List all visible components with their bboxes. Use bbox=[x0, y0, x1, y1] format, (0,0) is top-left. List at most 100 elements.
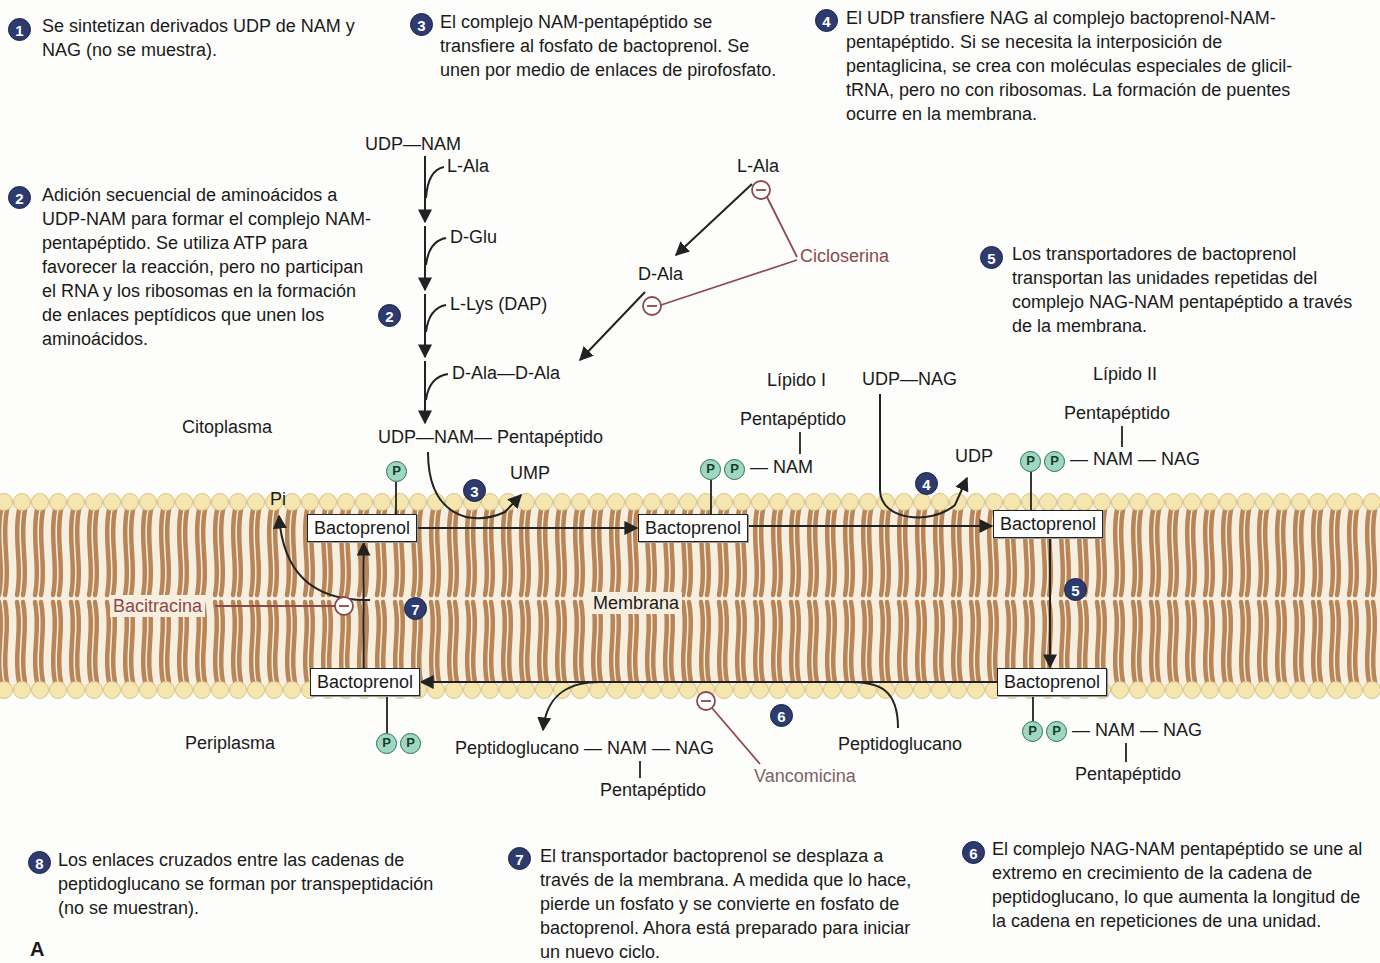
hook-line bbox=[426, 374, 448, 400]
lipid-stroke bbox=[1373, 602, 1375, 682]
lipid-stroke bbox=[1301, 510, 1303, 595]
lipid-stroke bbox=[863, 602, 865, 682]
lipid-stroke bbox=[107, 602, 109, 682]
lipid-stroke bbox=[140, 682, 157, 699]
lipid-stroke bbox=[557, 602, 559, 682]
lipid-stroke bbox=[194, 682, 211, 699]
lipid-stroke bbox=[899, 510, 901, 595]
lipid-stroke bbox=[845, 510, 847, 595]
minus-sign bbox=[756, 189, 766, 191]
lipid-stroke bbox=[500, 682, 517, 699]
lipid-stroke bbox=[5, 510, 7, 595]
step-note: Adición secuencial de aminoácidos a UDP-… bbox=[42, 183, 377, 351]
lipid-stroke bbox=[449, 510, 451, 595]
lipid-stroke bbox=[503, 510, 505, 595]
lipid-stroke bbox=[71, 510, 73, 595]
lipid-stroke bbox=[293, 602, 295, 682]
lipid-stroke bbox=[455, 510, 457, 595]
lipid-stroke bbox=[887, 602, 889, 682]
transport-arrow bbox=[748, 525, 992, 527]
lipid-stroke bbox=[1346, 682, 1363, 699]
lipid-stroke bbox=[203, 510, 205, 595]
molecule-label: Periplasma bbox=[185, 732, 275, 754]
lipid-stroke bbox=[809, 510, 811, 595]
lipid-stroke bbox=[1220, 494, 1237, 511]
lipid-stroke bbox=[680, 682, 697, 699]
lipid-stroke bbox=[815, 602, 817, 682]
ligase-arrow bbox=[580, 292, 645, 360]
lipid-stroke bbox=[179, 510, 181, 595]
chain-arrow bbox=[424, 226, 426, 290]
lipid-stroke bbox=[935, 602, 937, 682]
callout-number: 6 bbox=[962, 841, 985, 864]
lipid-stroke bbox=[248, 682, 265, 699]
lipid-stroke bbox=[1277, 510, 1279, 595]
lipid-stroke bbox=[611, 602, 613, 682]
lipid-stroke bbox=[719, 602, 721, 682]
lipid-stroke bbox=[896, 494, 913, 511]
callout-number: 6 bbox=[770, 704, 793, 727]
lipid-stroke bbox=[617, 510, 619, 595]
panel-letter: A bbox=[30, 938, 44, 960]
lipid-stroke bbox=[215, 602, 217, 682]
lipid-stroke bbox=[437, 510, 439, 595]
lipid-stroke bbox=[17, 602, 19, 682]
lipid-stroke bbox=[1202, 682, 1219, 699]
lipid-stroke bbox=[797, 510, 799, 595]
lipid-stroke bbox=[1058, 494, 1075, 511]
lipid-stroke bbox=[917, 602, 919, 682]
lipid-stroke bbox=[953, 602, 955, 682]
lipid-stroke bbox=[554, 494, 571, 511]
molecule-label: — NAM bbox=[750, 456, 813, 478]
lipid-stroke bbox=[104, 494, 121, 511]
lipid-stroke bbox=[485, 510, 487, 595]
node-text: Bactoprenol bbox=[1004, 672, 1100, 692]
node-text: Bactoprenol bbox=[645, 518, 741, 538]
lipid-stroke bbox=[467, 602, 469, 682]
molecule-label: L-Ala bbox=[737, 155, 779, 177]
lipid-stroke bbox=[1265, 510, 1267, 595]
bactoprenol-box: Bactoprenol bbox=[638, 514, 748, 542]
lipid-stroke bbox=[1265, 602, 1267, 682]
lipid-stroke bbox=[107, 510, 109, 595]
lipid-stroke bbox=[1202, 494, 1219, 511]
lipid-stroke bbox=[806, 494, 823, 511]
lipid-stroke bbox=[914, 494, 931, 511]
lipid-stroke bbox=[683, 602, 685, 682]
lipid-stroke bbox=[842, 494, 859, 511]
lipid-stroke bbox=[977, 602, 979, 682]
phosphate-stalk bbox=[386, 696, 388, 733]
lipid-stroke bbox=[662, 494, 679, 511]
inhibitor-line bbox=[215, 605, 335, 607]
lipid-stroke bbox=[269, 602, 271, 682]
lipid-stroke bbox=[0, 682, 13, 699]
lipid-stroke bbox=[491, 510, 493, 595]
molecule-label: Peptidoglucano — NAM — NAG bbox=[455, 737, 714, 759]
lipid-stroke bbox=[239, 510, 241, 595]
molecule-label: Pentapéptido bbox=[1064, 402, 1170, 424]
molecule-label: Lípido II bbox=[1093, 363, 1157, 385]
lipid-stroke bbox=[1157, 510, 1159, 595]
lipid-stroke bbox=[410, 494, 427, 511]
lipid-stroke bbox=[881, 510, 883, 595]
lipid-stroke bbox=[851, 602, 853, 682]
lipid-stroke bbox=[1292, 494, 1309, 511]
lipid-stroke bbox=[53, 510, 55, 595]
lipid-stroke bbox=[1169, 510, 1171, 595]
lipid-stroke bbox=[437, 602, 439, 682]
lipid-stroke bbox=[1040, 494, 1057, 511]
lipid-stroke bbox=[233, 510, 235, 595]
phosphate-circle: P bbox=[1022, 721, 1043, 742]
lipid-stroke bbox=[989, 510, 991, 595]
phosphate-stalk bbox=[710, 480, 712, 514]
chain-arrow bbox=[424, 361, 426, 423]
callout-number: 7 bbox=[508, 847, 531, 870]
lipid-stroke bbox=[1175, 510, 1177, 595]
lipid-stroke bbox=[1157, 602, 1159, 682]
lipid-stroke bbox=[194, 494, 211, 511]
lipid-stroke bbox=[968, 494, 985, 511]
lipid-stroke bbox=[545, 602, 547, 682]
lipid-stroke bbox=[1229, 602, 1231, 682]
lipid-stroke bbox=[593, 602, 595, 682]
